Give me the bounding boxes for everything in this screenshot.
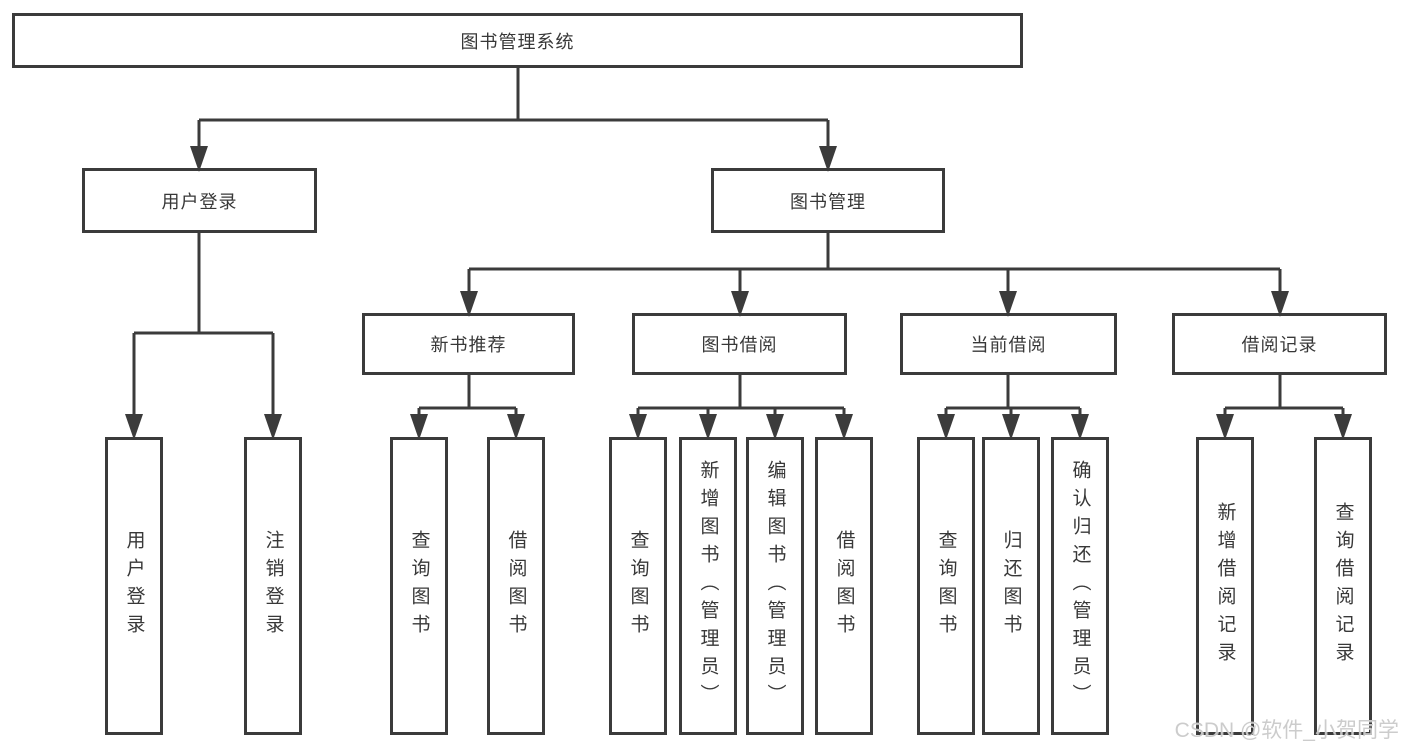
- node-current-borrowing: 当前借阅: [900, 313, 1117, 375]
- node-label: 查询图书: [408, 530, 430, 642]
- node-label: 借阅图书: [833, 530, 855, 642]
- node-new-book-recommend: 新书推荐: [362, 313, 575, 375]
- node-label: 注销登录: [262, 530, 284, 642]
- node-label: 新增借阅记录: [1214, 502, 1236, 670]
- node-user-login-leaf: 用户登录: [105, 437, 163, 735]
- node-confirm-return-admin: 确认归还（管理员）: [1051, 437, 1109, 735]
- node-user-login-branch: 用户登录: [82, 168, 317, 233]
- node-query-borrow-record: 查询借阅记录: [1314, 437, 1372, 735]
- node-root-library-system: 图书管理系统: [12, 13, 1023, 68]
- node-label: 查询借阅记录: [1332, 502, 1354, 670]
- node-label: 查询图书: [627, 530, 649, 642]
- node-label: 图书管理系统: [460, 31, 575, 52]
- node-label: 用户登录: [123, 530, 145, 642]
- node-borrowing-records: 借阅记录: [1172, 313, 1387, 375]
- node-label: 编辑图书（管理员）: [764, 460, 786, 712]
- node-book-management-branch: 图书管理: [711, 168, 945, 233]
- csdn-watermark: CSDN @软件_小贺同学: [1174, 719, 1399, 742]
- node-label: 图书借阅: [701, 335, 778, 355]
- node-borrow-books-borrowing: 借阅图书: [815, 437, 873, 735]
- node-query-books-recommend: 查询图书: [390, 437, 448, 735]
- node-book-borrowing: 图书借阅: [632, 313, 847, 375]
- node-label: 借阅记录: [1241, 335, 1318, 355]
- node-label: 当前借阅: [970, 335, 1047, 355]
- node-query-books-borrowing: 查询图书: [609, 437, 667, 735]
- node-return-book: 归还图书: [982, 437, 1040, 735]
- node-query-books-current: 查询图书: [917, 437, 975, 735]
- node-logout: 注销登录: [244, 437, 302, 735]
- node-label: 新书推荐: [430, 335, 507, 355]
- node-label: 借阅图书: [505, 530, 527, 642]
- node-edit-book-admin: 编辑图书（管理员）: [746, 437, 804, 735]
- node-label: 确认归还（管理员）: [1069, 460, 1091, 712]
- node-label: 新增图书（管理员）: [697, 460, 719, 712]
- node-label: 归还图书: [1000, 530, 1022, 642]
- node-label: 图书管理: [790, 191, 866, 212]
- node-add-book-admin: 新增图书（管理员）: [679, 437, 737, 735]
- node-borrow-books-recommend: 借阅图书: [487, 437, 545, 735]
- node-label: 用户登录: [161, 191, 238, 212]
- node-add-borrow-record: 新增借阅记录: [1196, 437, 1254, 735]
- node-label: 查询图书: [935, 530, 957, 642]
